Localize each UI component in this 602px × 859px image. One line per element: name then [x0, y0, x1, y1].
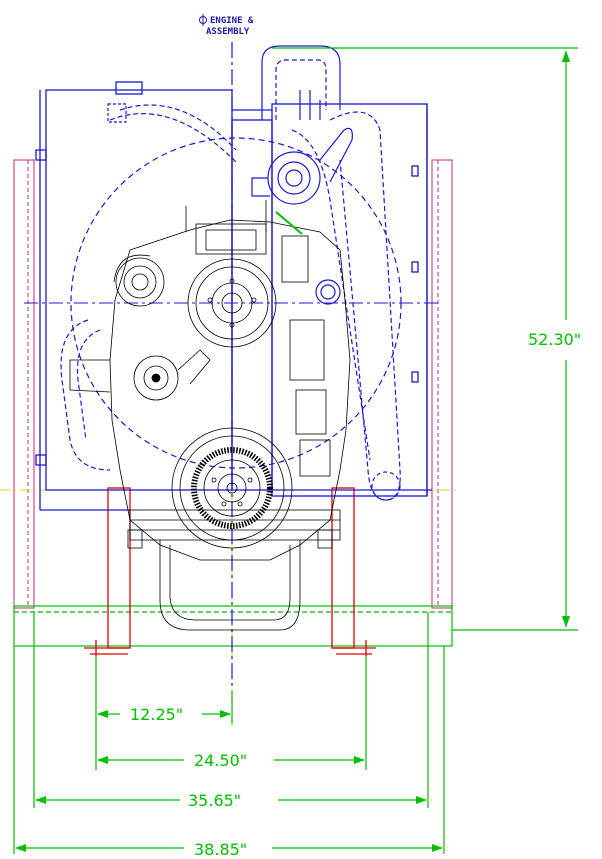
overall-width-dimension-label: 38.85" — [194, 840, 247, 859]
belt-tensioner — [133, 349, 211, 401]
height-dimension — [272, 47, 578, 631]
mount-span-dimension-label: 24.50" — [194, 751, 247, 770]
water-pump-pulley — [187, 258, 277, 348]
intake-piping — [60, 45, 401, 501]
engine-envelope — [35, 81, 432, 511]
mounting-feet — [84, 487, 376, 656]
centerline-symbol — [199, 14, 207, 26]
turbocharger — [251, 127, 353, 205]
engine-block — [69, 200, 351, 631]
dipstick — [275, 211, 303, 235]
centerline-label-line2: ASSEMBLY — [206, 27, 250, 37]
frame-width-dimension-label: 35.65" — [188, 791, 241, 810]
width-dimension-lines — [13, 612, 445, 854]
base-rails — [13, 605, 453, 647]
alternator — [113, 254, 165, 307]
centerline-label-line1: ENGINE & — [210, 16, 254, 26]
vibration-damper — [171, 427, 293, 549]
half-mount-dimension-label: 12.25" — [130, 705, 183, 724]
height-dimension-label: 52.30" — [528, 330, 581, 349]
skid-frame — [13, 159, 453, 609]
